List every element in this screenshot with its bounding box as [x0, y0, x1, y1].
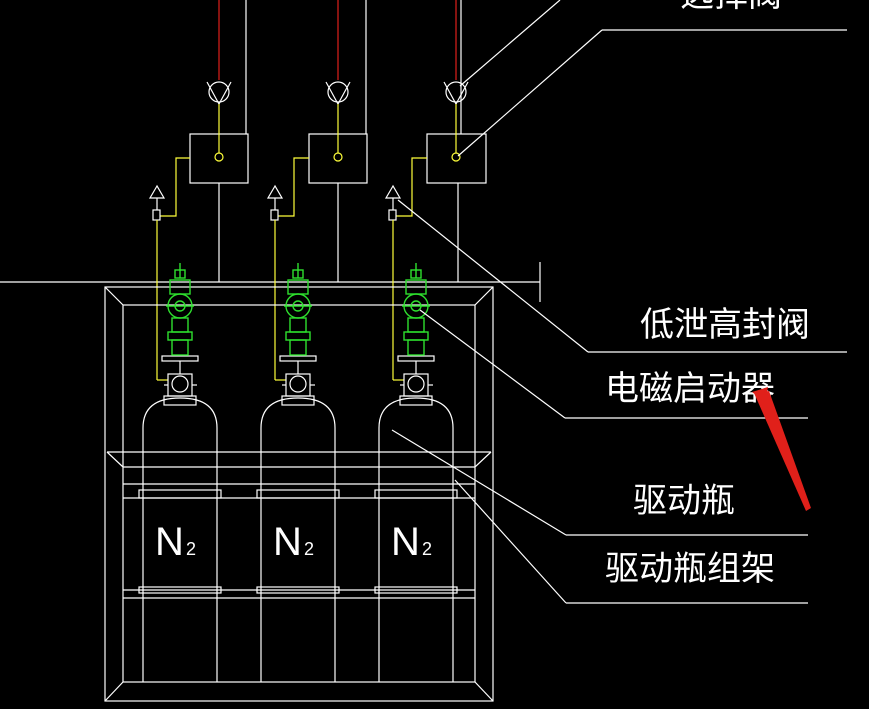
bottle-rack	[104, 286, 494, 702]
label-bottle-rack: 驱动瓶组架	[605, 549, 775, 589]
leader-lines	[391, 0, 847, 604]
bottle-1-gas-sub: 2	[186, 539, 196, 559]
valve-head-2	[284, 263, 312, 356]
bottle-3-gas: N	[391, 520, 420, 564]
bottle-2-gas-sub: 2	[304, 539, 314, 559]
red-arrow-icon	[752, 387, 811, 511]
label-selector-valve-cut: 选择阀	[680, 0, 782, 15]
bottle-1-gas: N	[155, 520, 184, 564]
label-solenoid-starter: 电磁启动器	[605, 369, 775, 409]
upper-assemblies	[189, 0, 487, 282]
bottle-3-gas-sub: 2	[422, 539, 432, 559]
valve-head-1	[166, 263, 194, 356]
label-drive-bottle: 驱动瓶	[633, 481, 735, 521]
label-low-leak-valve: 低泄高封阀	[640, 305, 810, 345]
control-pipes	[148, 157, 427, 381]
floor-line	[0, 262, 541, 302]
bottle-2-gas: N	[273, 520, 302, 564]
bottle-3	[374, 355, 458, 682]
bottle-2	[256, 355, 340, 682]
bottle-1	[138, 355, 222, 682]
valve-head-3	[402, 263, 430, 356]
